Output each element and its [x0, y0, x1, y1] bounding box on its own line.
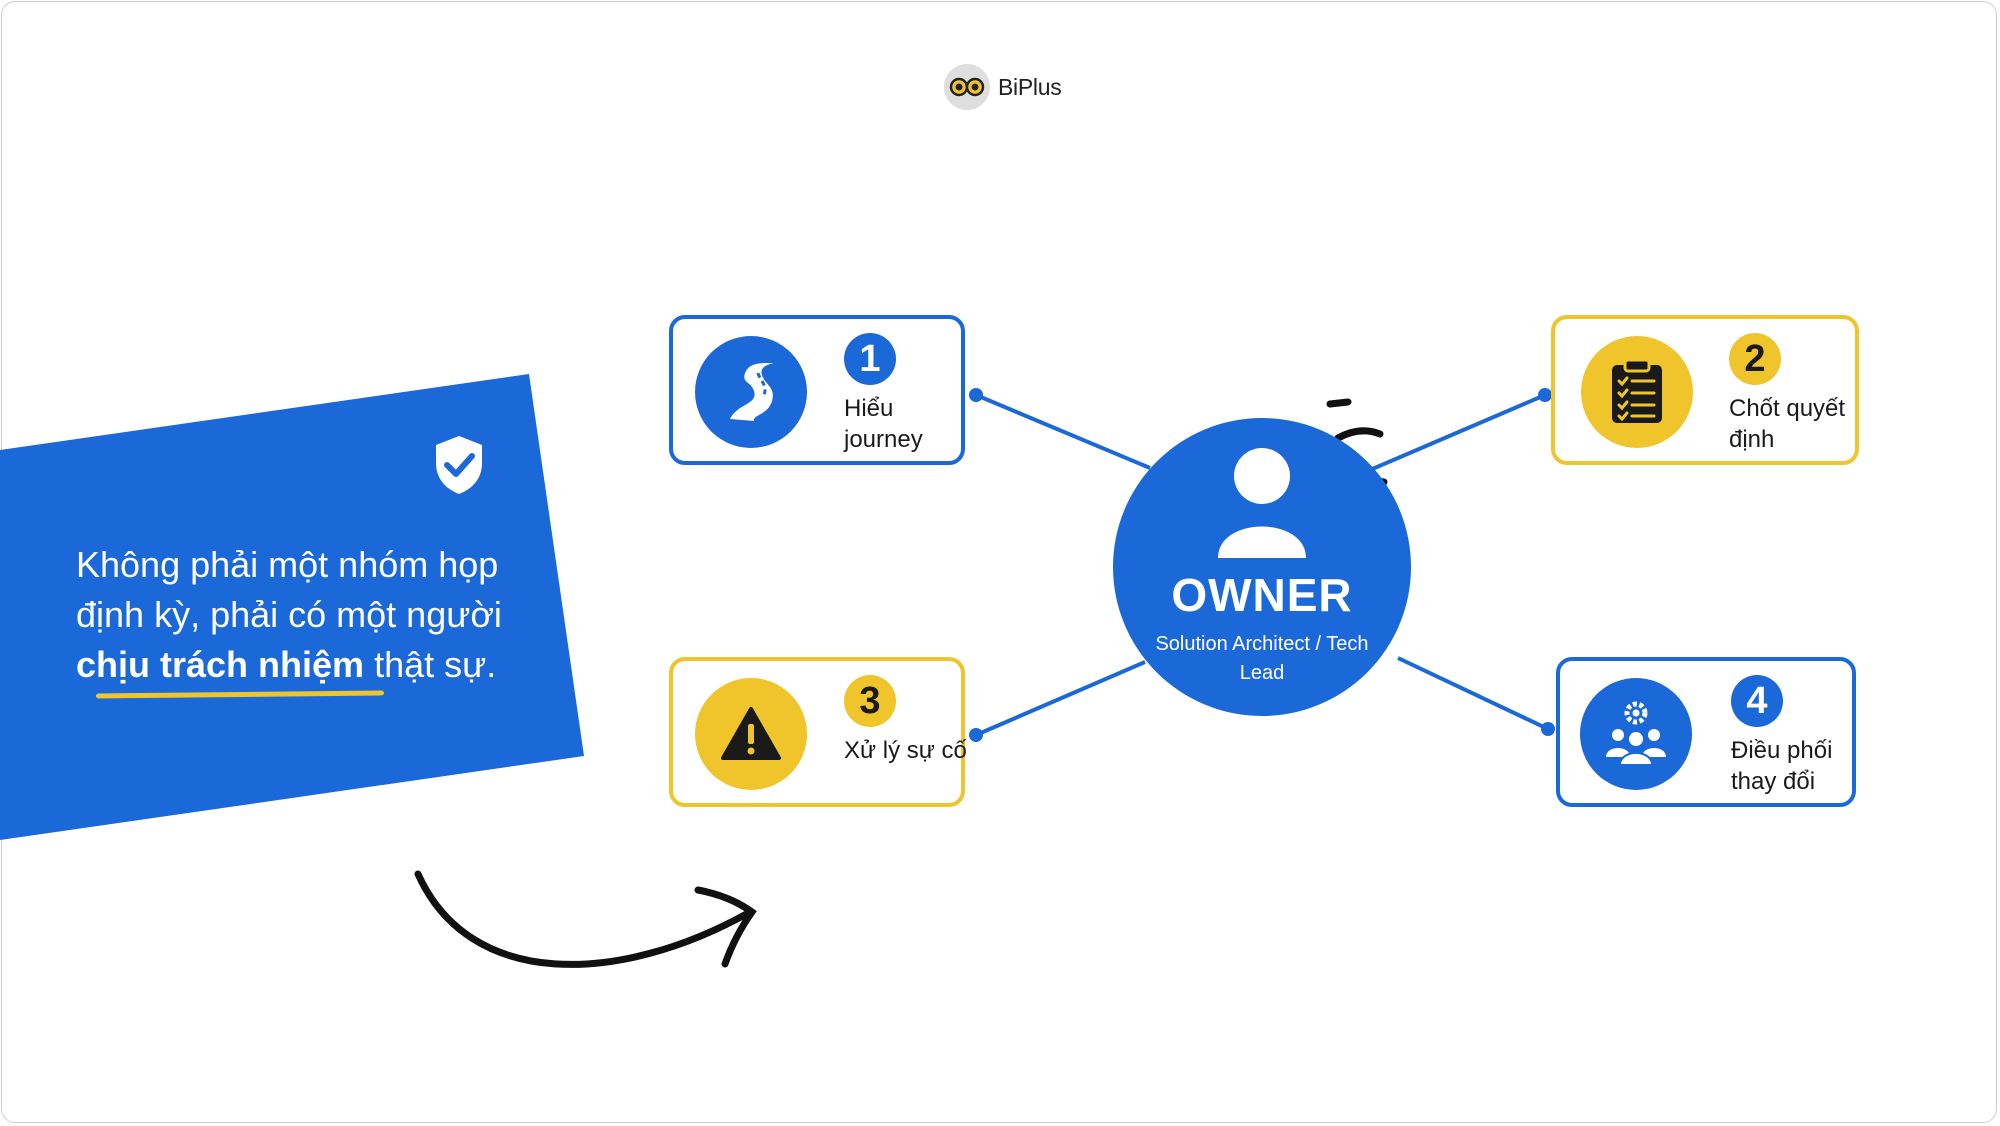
brand-logo: BiPlus [944, 64, 1062, 110]
statement-highlight: chịu trách nhiệm [76, 640, 364, 690]
statement-text: Không phải một nhóm họp định kỳ, phải có… [76, 540, 546, 690]
card-4-label: Điều phối thay đổi [1731, 737, 1833, 795]
owner-role: Solution Architect / Tech Lead [1155, 633, 1369, 684]
connector-2-dot [1538, 388, 1552, 402]
connector-3 [975, 660, 1146, 737]
owl-eyes-icon [944, 64, 990, 110]
card-finalize-decision: 2 Chốt quyết định [1551, 315, 1859, 465]
card-2-number: 2 [1729, 333, 1781, 385]
statement-panel [0, 374, 584, 840]
card-understand-journey: 1 Hiểu journey [669, 315, 965, 465]
user-icon [1218, 448, 1306, 558]
card-4-number: 4 [1731, 675, 1783, 727]
card-4-icon-circle [1580, 678, 1692, 790]
team-gear-icon [1606, 701, 1666, 766]
warning-icon [721, 707, 781, 760]
curved-arrow [414, 870, 757, 968]
card-1-number: 1 [844, 333, 896, 385]
connector-3-dot [969, 728, 983, 742]
winding-road-icon [730, 363, 774, 421]
connector-1 [975, 393, 1151, 470]
owner-title: OWNER [1171, 569, 1353, 621]
connector-4 [1397, 656, 1549, 731]
card-1-icon-circle [695, 336, 807, 448]
card-2-label: Chốt quyết định [1729, 395, 1846, 453]
card-3-label: Xử lý sự cố [844, 737, 967, 764]
statement-text-after: thật sự. [364, 644, 497, 685]
connector-2 [1369, 393, 1546, 472]
card-coordinate-changes: 4 Điều phối thay đổi [1556, 657, 1856, 807]
connector-4-dot [1541, 722, 1555, 736]
card-3-number: 3 [844, 675, 896, 727]
statement-text-before: Không phải một nhóm họp định kỳ, phải có… [76, 544, 502, 635]
card-1-label: Hiểu journey [844, 395, 923, 453]
shield-check-icon [436, 436, 482, 494]
brand-name: BiPlus [998, 73, 1062, 100]
card-2-icon-circle [1581, 336, 1693, 448]
clipboard-checklist-icon [1612, 359, 1662, 423]
card-handle-incidents: 3 Xử lý sự cố [669, 657, 967, 807]
connector-1-dot [969, 388, 983, 402]
card-3-icon-circle [695, 678, 807, 790]
owner-hub: OWNER Solution Architect / Tech Lead [1113, 418, 1411, 716]
